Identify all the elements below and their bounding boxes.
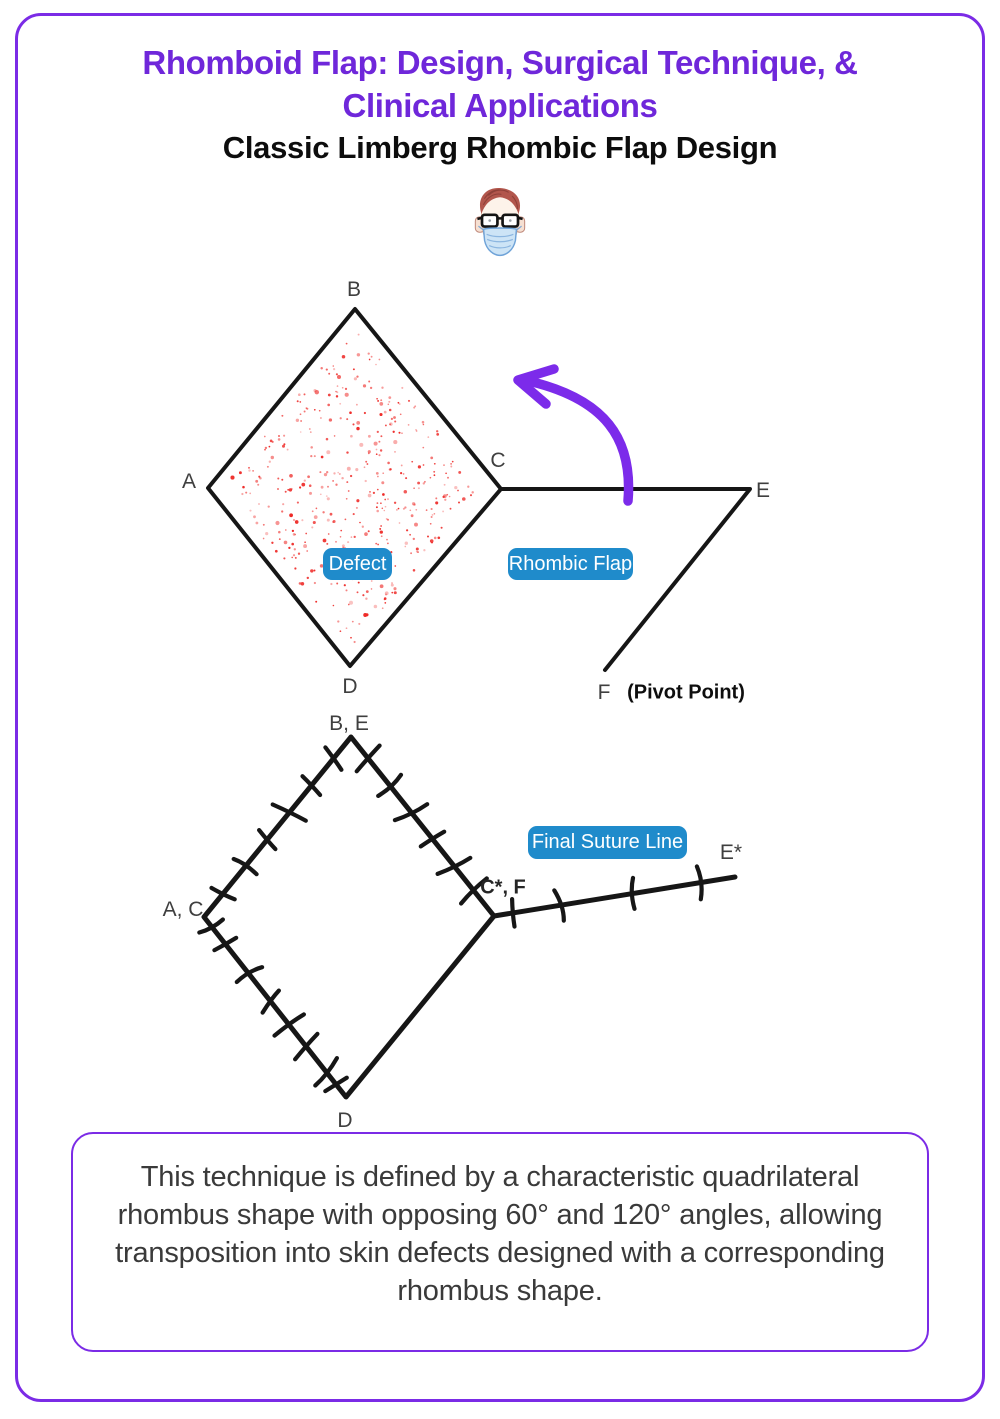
- vertex-label-f: F: [597, 681, 611, 704]
- vertex-label-b-e: B, E: [329, 712, 369, 735]
- pivot-point-label: (Pivot Point): [627, 681, 745, 704]
- final-suture-line-badge: Final Suture Line: [528, 826, 687, 859]
- vertex-label-b: B: [346, 278, 362, 301]
- glasses-bridge: [477, 216, 523, 221]
- description-box: This technique is defined by a character…: [71, 1132, 929, 1352]
- page-title-line2: Clinical Applications: [342, 87, 658, 124]
- page-subtitle: Classic Limberg Rhombic Flap Design: [222, 130, 778, 165]
- description-line-3: transposition into skin defects designed…: [115, 1237, 885, 1269]
- vertex-label-c: C: [490, 449, 506, 472]
- vertex-label-c-f: C*, F: [480, 876, 526, 899]
- rhombic-flap-badge: Rhombic Flap: [508, 548, 633, 580]
- vertex-label-e: E: [755, 479, 771, 502]
- eye-left: [488, 219, 492, 222]
- description-line-2: rhombus shape with opposing 60° and 120°…: [117, 1199, 883, 1231]
- mask-straps: [478, 225, 522, 231]
- vertex-label-d: D: [337, 1109, 353, 1132]
- description-line-1: This technique is defined by a character…: [140, 1161, 860, 1193]
- vertex-label-a: A: [181, 470, 197, 493]
- page-title-line1: Rhomboid Flap: Design, Surgical Techniqu…: [142, 44, 858, 81]
- surgeon-avatar-icon: [469, 186, 531, 260]
- vertex-label-e: E*: [719, 841, 743, 864]
- eye-right: [508, 219, 512, 222]
- hair-strokes: [483, 189, 518, 210]
- defect-badge: Defect: [323, 548, 392, 580]
- mask-folds: [486, 233, 514, 249]
- vertex-label-a-c: A, C: [162, 898, 204, 921]
- description-line-4: rhombus shape.: [397, 1275, 603, 1307]
- vertex-label-d: D: [342, 675, 358, 698]
